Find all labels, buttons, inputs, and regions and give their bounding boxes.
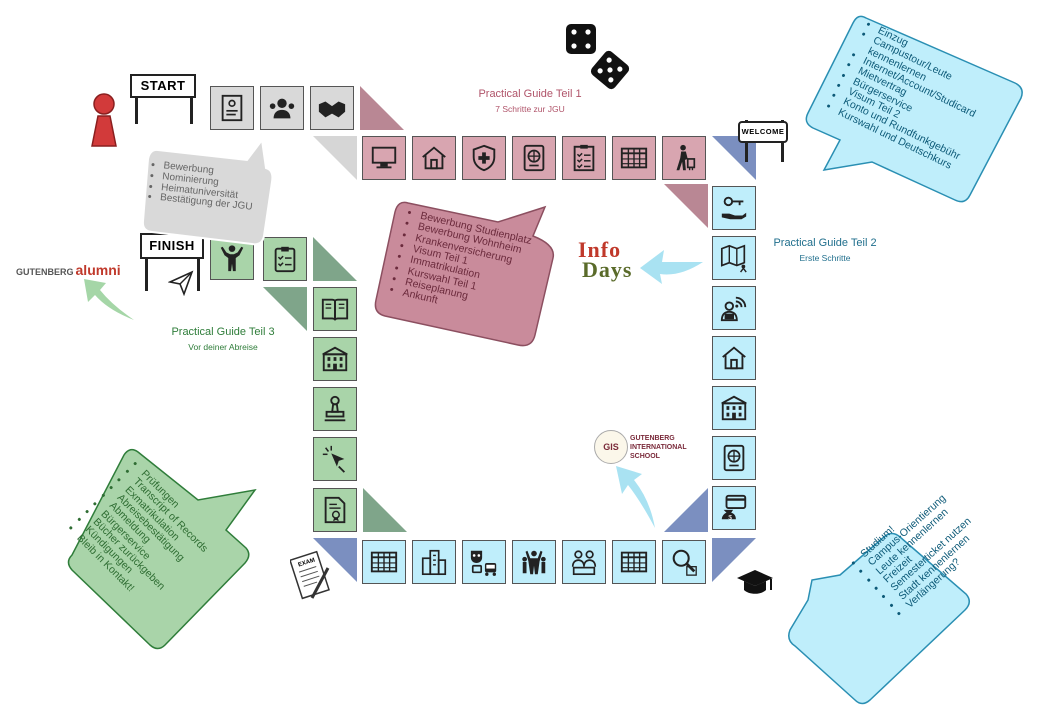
gis-logo-line: GUTENBERG [630,435,675,442]
green-corner-triangle-bottom [363,488,407,532]
start-sign-post-left [135,74,138,124]
tile-online [313,437,357,481]
gis-logo-line: INTERNATIONAL [630,444,687,451]
green-bubble-shape [67,448,257,650]
dice-icon [566,24,630,90]
tile-meeting [562,540,606,584]
tile-transcript [313,488,357,532]
arrow-to-infodays [640,250,703,284]
infodays-logo-line2: Days [582,257,633,282]
tile-leisure [462,540,506,584]
tile-people [512,540,556,584]
alumni-logo-part2: alumni [75,262,121,278]
tile-bank [712,486,756,530]
guide-teil1-subtitle: 7 Schritte zur JGU [495,104,565,114]
infodays-logo-line1: Info [578,237,622,262]
welcome-sign: WELCOME [738,121,788,143]
tile-interview [260,86,304,130]
pink-bubble-shape [374,201,555,347]
start-sign: START [130,74,196,98]
tile-application [210,86,254,130]
tile-travel [662,136,706,180]
green-corner-triangle-left [263,287,307,331]
tile-agreement [310,86,354,130]
tile-checkout [263,237,307,281]
guide-teil2-title: Practical Guide Teil 2 [773,237,877,249]
guide-teil2-subtitle: Erste Schritte [799,253,851,263]
gray-bubble-shape [141,137,274,246]
gis-logo-badge: GIS [594,430,628,464]
guide-teil3-subtitle: Vor deiner Abreise [188,342,258,352]
arrow-to-gis [616,466,655,528]
infodays-logo: Info Days [578,237,633,282]
navy-corner-triangle-bottom-left [313,538,357,582]
gis-logo-text: GUTENBERG INTERNATIONAL SCHOOL [630,434,687,461]
tile-lease [712,336,756,380]
tile-campus-tour [712,236,756,280]
tile-courses [612,136,656,180]
tile-city [412,540,456,584]
cyan-bottom-bubble-shape [788,532,970,705]
tile-exams [313,287,357,331]
pink-corner-triangle-top [360,86,404,130]
tile-internet [712,286,756,330]
tile-study-plan [362,540,406,584]
tile-visa-2 [712,436,756,480]
start-sign-post-right [190,74,193,124]
tile-confirmation [313,387,357,431]
guide-teil3-title: Practical Guide Teil 3 [171,326,275,338]
tile-schedule [612,540,656,584]
finish-sign-post-right [197,233,200,291]
green-corner-triangle-top [313,237,357,281]
tile-online-application [362,136,406,180]
tile-housing [412,136,456,180]
finish-sign-post-left [145,233,148,291]
tile-move-in [712,186,756,230]
cyan-top-bubble-shape [805,15,1023,203]
tile-visa [512,136,556,180]
exam-paper-icon [290,550,330,600]
graduation-cap-icon [737,570,773,594]
navy-corner-triangle-bottom-right-b [712,538,756,582]
guide-teil1-title: Practical Guide Teil 1 [478,88,582,100]
tile-deregistration [313,337,357,381]
tile-citizen-service [712,386,756,430]
gray-corner-triangle [313,136,357,180]
pink-corner-triangle-right [664,184,708,228]
tile-enrollment [562,136,606,180]
gis-logo-line: SCHOOL [630,453,660,460]
tile-insurance [462,136,506,180]
pawn-icon [91,93,117,147]
navy-corner-triangle-bottom-right-a [664,488,708,532]
alumni-logo-part1: GUTENBERG [16,267,74,277]
tile-orientation [662,540,706,584]
paper-plane-icon [168,270,194,296]
arrow-to-alumni [84,279,134,320]
